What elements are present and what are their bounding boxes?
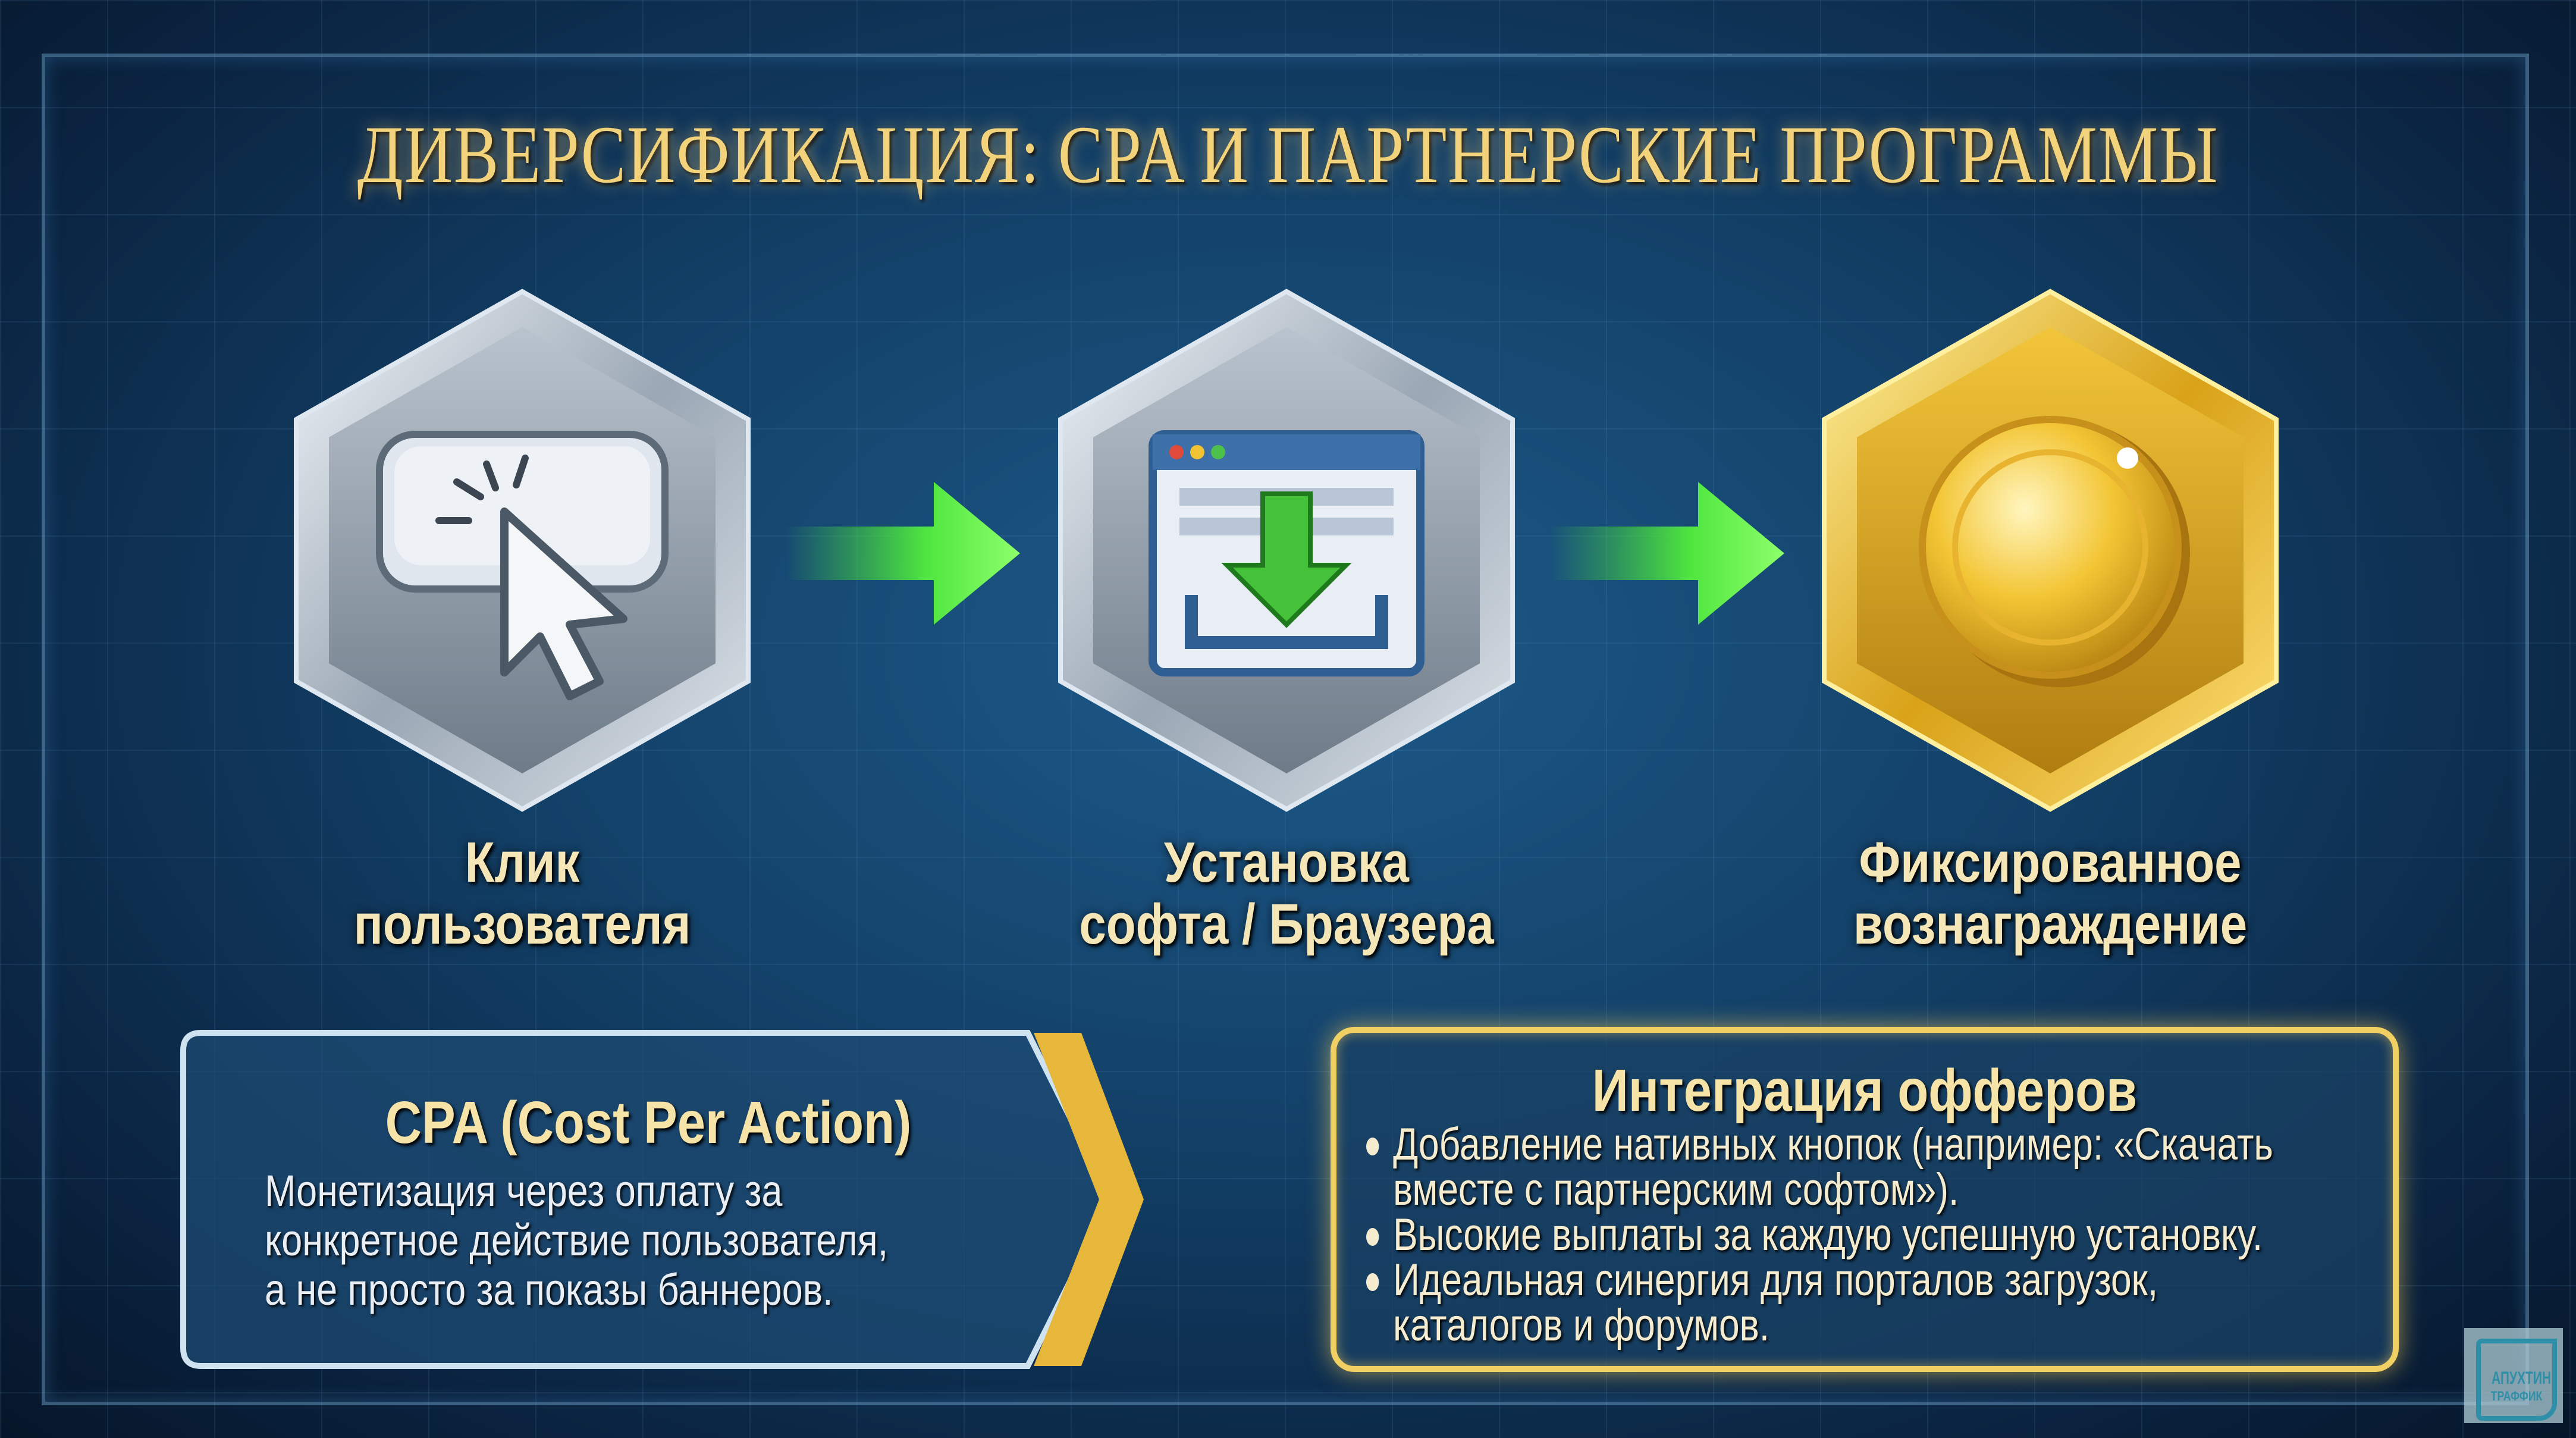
step-hexagon-install	[1058, 289, 1515, 812]
watermark-logo: АПУХТИН ТРАФФИК	[2464, 1328, 2563, 1423]
logo-line2: ТРАФФИК	[2490, 1389, 2543, 1403]
step-label-click: Клик пользователя	[353, 831, 691, 956]
cpa-content: CPA (Cost Per Action)	[262, 1089, 1035, 1157]
download-window-icon	[1149, 430, 1425, 676]
bullet-item: Высокие выплаты за каждую успешную устан…	[1366, 1213, 2293, 1258]
cpa-body: Монетизация через оплату за конкретное д…	[265, 1166, 998, 1314]
logo-line1: АПУХТИН	[2492, 1368, 2552, 1388]
cpa-title: CPA (Cost Per Action)	[385, 1089, 912, 1156]
flow-arrow-2	[1549, 482, 1784, 625]
cpa-body-line: а не просто за показы баннеров.	[265, 1265, 833, 1314]
chevron-icon	[1034, 1033, 1144, 1366]
cpa-panel	[180, 1030, 1144, 1369]
flow-arrow-1	[785, 482, 1020, 625]
cursor-click-icon	[376, 431, 669, 700]
step-hexagon-reward	[1822, 289, 2279, 812]
integration-title: Интеграция офферов	[1592, 1057, 2138, 1124]
gold-coin-icon	[1919, 416, 2190, 687]
integration-bullets: Добавление нативных кнопок (например: «С…	[1366, 1122, 2293, 1348]
page-title: ДИВЕРСИФИКАЦИЯ: CPA И ПАРТНЕРСКИЕ ПРОГРА…	[357, 109, 2219, 200]
bullet-item: Идеальная синергия для порталов загрузок…	[1366, 1258, 2293, 1348]
outer-frame	[42, 54, 2529, 1405]
integration-panel: Интеграция офферов Добавление нативных к…	[1331, 1027, 2399, 1372]
step-hexagon-click	[294, 289, 751, 812]
bullet-item: Добавление нативных кнопок (например: «С…	[1366, 1122, 2293, 1213]
cpa-body-line: Монетизация через оплату за	[265, 1166, 783, 1215]
cpa-body-line: конкретное действие пользователя,	[265, 1215, 889, 1265]
